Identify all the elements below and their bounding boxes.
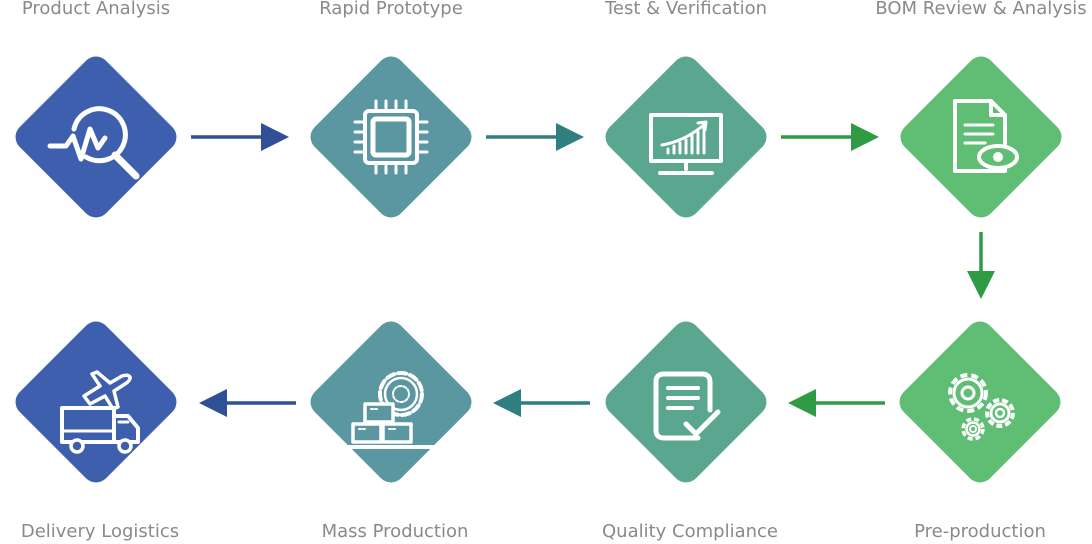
magnifier-chart-icon — [47, 106, 140, 180]
step-label-rapid-prototype: Rapid Prototype — [319, 0, 463, 19]
diamond-shape — [605, 321, 767, 483]
diamond-shape — [310, 56, 472, 218]
monitor-chart-icon — [649, 113, 723, 175]
step-label-product-analysis: Product Analysis — [21, 0, 171, 19]
step-mass-production — [299, 310, 483, 494]
step-label-bom-review: BOM Review & Analysis — [875, 0, 1087, 19]
plane-icon — [82, 370, 132, 411]
checklist-icon — [653, 371, 721, 441]
chip-icon — [353, 99, 429, 175]
step-label-delivery-logistics: Delivery Logistics — [20, 521, 180, 542]
step-quality-compliance — [594, 310, 778, 494]
step-label-quality-compliance: Quality Compliance — [602, 521, 778, 542]
gears-icon — [948, 373, 1015, 441]
diamond-shape — [310, 321, 472, 483]
step-delivery-logistics — [4, 310, 188, 494]
step-label-mass-production: Mass Production — [321, 521, 469, 542]
step-rapid-prototype — [299, 45, 483, 229]
step-product-analysis — [4, 45, 188, 229]
diamond-shape — [900, 56, 1062, 218]
step-label-test-verification: Test & Verification — [604, 0, 768, 19]
step-bom-review — [889, 45, 1073, 229]
truck-icon — [60, 406, 140, 454]
factory-gear-icon — [345, 371, 435, 449]
step-label-pre-production: Pre-production — [914, 521, 1046, 542]
step-pre-production — [888, 310, 1072, 494]
document-eye-icon — [953, 99, 1019, 173]
step-test-verification — [594, 45, 778, 229]
